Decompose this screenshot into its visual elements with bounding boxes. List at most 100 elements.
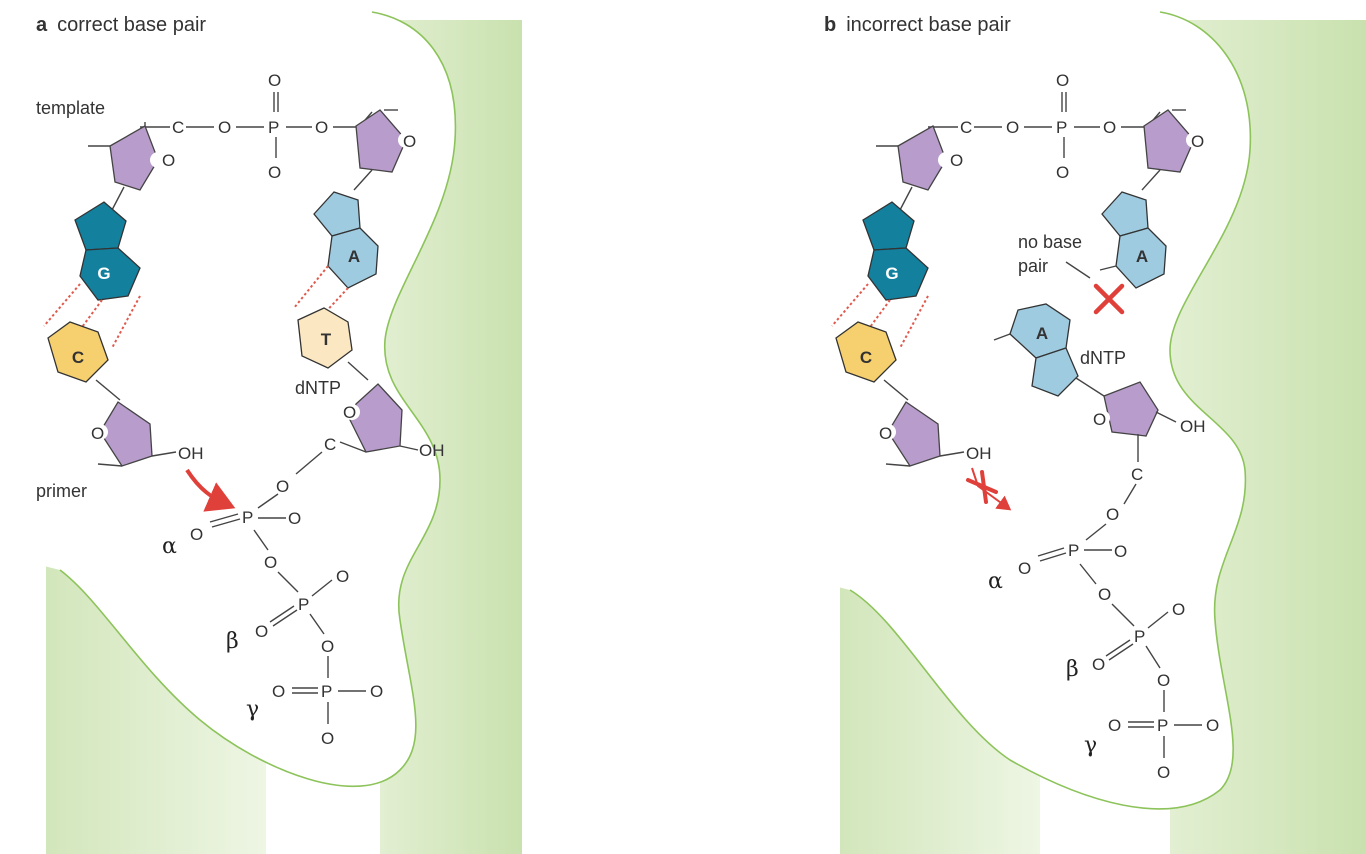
gc-hydrogen-bonds (43, 283, 141, 349)
adenine-base-template: A (313, 191, 379, 289)
thymine-base: T (297, 307, 369, 381)
svg-text:O: O (1056, 163, 1069, 182)
svg-text:O: O (879, 424, 892, 443)
primer-3-oh-b: OH (966, 444, 992, 463)
svg-text:C: C (324, 435, 336, 454)
thymine-label: T (321, 330, 332, 349)
svg-text:O: O (315, 118, 328, 137)
svg-text:P: P (321, 682, 332, 701)
svg-text:O: O (1191, 132, 1204, 151)
cytosine-label: C (72, 348, 84, 367)
svg-text:O: O (276, 477, 289, 496)
svg-text:O: O (272, 682, 285, 701)
svg-text:O: O (1092, 655, 1105, 674)
primer-sugar-b: O OH (879, 401, 992, 467)
svg-text:O: O (1093, 410, 1106, 429)
svg-text:O: O (336, 567, 349, 586)
guanine-base: G (74, 201, 141, 301)
primer-label: primer (36, 481, 87, 501)
primer-3-oh: OH (178, 444, 204, 463)
template-sugar-left: O (88, 122, 175, 211)
svg-text:O: O (950, 151, 963, 170)
no-base-pair-label: no base (1018, 232, 1082, 252)
guanine-label: G (97, 264, 110, 283)
svg-text:C: C (1131, 465, 1143, 484)
triphosphate-a: O P O O α O P O O β O P O (162, 451, 383, 748)
svg-text:O: O (91, 424, 104, 443)
mismatch-x-icon (1093, 283, 1125, 315)
svg-text:O: O (1106, 505, 1119, 524)
svg-text:O: O (1056, 71, 1069, 90)
svg-text:O: O (268, 71, 281, 90)
cytosine-base: C (47, 321, 121, 401)
triphosphate-b: O P O O α O P O O β O P O (988, 483, 1219, 782)
primer-sugar: O OH (91, 401, 204, 467)
svg-text:O: O (162, 151, 175, 170)
beta-phosphate-label-b: β (1066, 657, 1079, 682)
blocked-reaction-arrow (966, 467, 1012, 511)
svg-text:O: O (255, 622, 268, 641)
beta-phosphate-label: β (226, 629, 239, 654)
svg-text:O: O (1206, 716, 1219, 735)
adenine-base-template-b: A (1099, 191, 1167, 289)
alpha-phosphate-label-b: α (988, 569, 1003, 594)
template-sugar-left-b: O (876, 125, 963, 211)
template-sugar-right-b: O (1141, 109, 1204, 191)
svg-text:O: O (321, 637, 334, 656)
svg-text:O: O (403, 132, 416, 151)
guanine-base-b: G (862, 201, 929, 301)
nucleophilic-attack-arrow (185, 468, 236, 512)
svg-text:O: O (218, 118, 231, 137)
template-backbone: C O P O O O (140, 71, 362, 182)
cytosine-base-b: C (835, 321, 909, 401)
svg-text:O: O (264, 553, 277, 572)
svg-text:O: O (1018, 559, 1031, 578)
svg-text:O: O (1114, 542, 1127, 561)
template-sugar-right: O (353, 109, 416, 191)
cytosine-label-b: C (860, 348, 872, 367)
template-label: template (36, 98, 105, 118)
svg-text:P: P (268, 118, 279, 137)
dntp-sugar-a: O OH C (324, 383, 445, 460)
svg-text:P: P (1068, 541, 1079, 560)
svg-text:C: C (960, 118, 972, 137)
svg-text:P: P (242, 508, 253, 527)
adenine-label-template-b: A (1136, 247, 1148, 266)
svg-text:O: O (343, 403, 356, 422)
svg-text:C: C (172, 118, 184, 137)
dntp-3-oh-b: OH (1180, 417, 1206, 436)
svg-text:P: P (1134, 627, 1145, 646)
svg-text:P: P (1056, 118, 1067, 137)
panel-b-blob-outline (849, 11, 1252, 810)
guanine-label-b: G (885, 264, 898, 283)
gc-hydrogen-bonds-b (831, 283, 929, 349)
svg-text:P: P (298, 595, 309, 614)
svg-text:P: P (1157, 716, 1168, 735)
svg-text:O: O (190, 525, 203, 544)
gamma-phosphate-label-b: γ (1084, 733, 1097, 758)
svg-text:O: O (268, 163, 281, 182)
adenine-base-incoming: A (993, 303, 1105, 397)
gamma-phosphate-label: γ (246, 697, 259, 722)
svg-text:O: O (288, 509, 301, 528)
svg-text:O: O (321, 729, 334, 748)
svg-text:O: O (1006, 118, 1019, 137)
adenine-label: A (348, 247, 360, 266)
svg-text:O: O (1157, 763, 1170, 782)
template-backbone-b: C O P O O O (928, 71, 1150, 182)
svg-text:O: O (1098, 585, 1111, 604)
svg-text:O: O (370, 682, 383, 701)
dntp-sugar-b: O OH C (1093, 381, 1206, 484)
svg-text:O: O (1103, 118, 1116, 137)
svg-text:O: O (1157, 671, 1170, 690)
adenine-label-incoming: A (1036, 324, 1048, 343)
panel-b-background (830, 11, 1366, 854)
alpha-phosphate-label: α (162, 534, 177, 559)
dntp-3-oh-a: OH (419, 441, 445, 460)
svg-text:O: O (1172, 600, 1185, 619)
